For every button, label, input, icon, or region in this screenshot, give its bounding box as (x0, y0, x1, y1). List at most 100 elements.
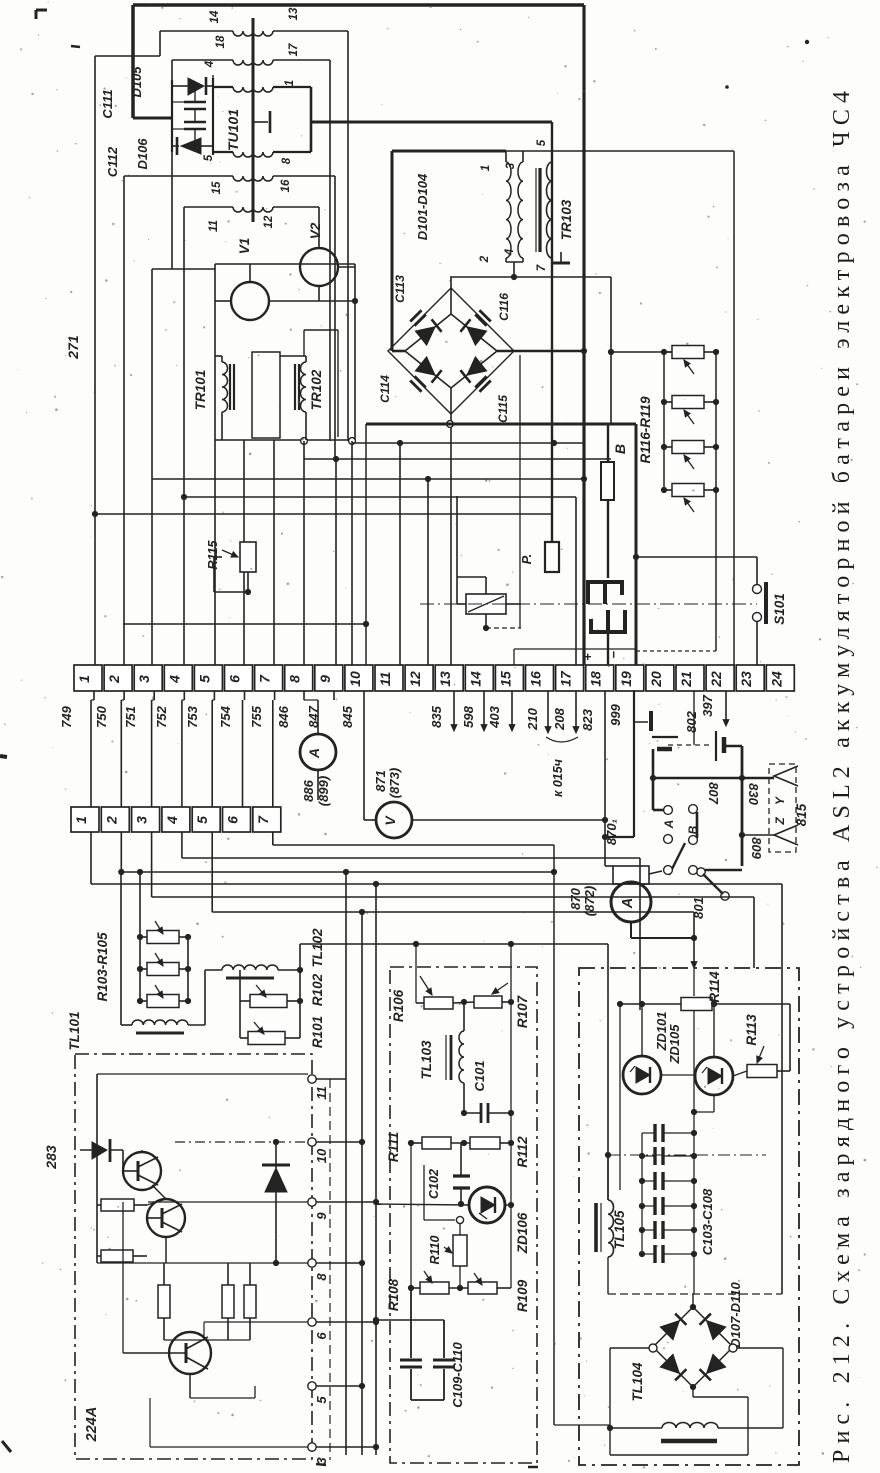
svg-text:397: 397 (700, 694, 715, 716)
svg-text:1: 1 (73, 816, 89, 824)
svg-text:846: 846 (276, 705, 291, 727)
svg-text:S101: S101 (772, 593, 787, 625)
svg-text:22: 22 (708, 671, 724, 688)
svg-text:A: A (662, 820, 676, 830)
svg-text:A: A (620, 898, 636, 909)
svg-text:(899): (899) (316, 776, 331, 806)
svg-text:4: 4 (204, 60, 216, 68)
svg-text:870₁: 870₁ (604, 819, 619, 845)
svg-text:815: 815 (794, 803, 809, 826)
svg-text:к 015ч: к 015ч (551, 758, 565, 797)
svg-text:3: 3 (136, 675, 152, 683)
svg-text:12: 12 (407, 671, 423, 687)
svg-text:R116-R119: R116-R119 (638, 396, 653, 464)
svg-text:3: 3 (134, 816, 150, 824)
svg-text:11: 11 (377, 672, 393, 687)
svg-text:B: B (686, 825, 700, 834)
svg-text:C102: C102 (427, 1169, 441, 1199)
svg-text:TU101: TU101 (225, 109, 241, 151)
svg-text:18: 18 (215, 35, 227, 48)
svg-text:24: 24 (768, 671, 784, 688)
svg-text:5: 5 (194, 816, 210, 824)
svg-text:R103-R105: R103-R105 (95, 932, 110, 1002)
svg-text:283: 283 (43, 1145, 59, 1170)
svg-text:8: 8 (287, 675, 303, 683)
svg-text:5: 5 (203, 154, 215, 161)
svg-text:ZD106: ZD106 (515, 1212, 530, 1254)
svg-text:5: 5 (196, 675, 212, 683)
svg-text:17: 17 (558, 670, 574, 687)
svg-text:802: 802 (684, 710, 699, 732)
svg-text:754: 754 (218, 705, 233, 727)
svg-text:Y: Y (773, 796, 787, 805)
svg-text:830: 830 (746, 783, 761, 805)
svg-text:10: 10 (347, 671, 363, 687)
svg-text:TR103: TR103 (559, 199, 574, 240)
svg-text:−: − (606, 651, 621, 659)
svg-text:(873): (873) (387, 768, 402, 798)
svg-text:D105: D105 (129, 66, 144, 98)
svg-text:752: 752 (154, 705, 169, 727)
svg-text:TR102: TR102 (309, 369, 324, 410)
svg-text:14: 14 (467, 671, 483, 687)
svg-text:12: 12 (263, 215, 275, 228)
svg-text:2: 2 (479, 255, 491, 263)
svg-text:210: 210 (525, 707, 540, 730)
svg-text:R115: R115 (206, 539, 220, 569)
svg-text:13: 13 (437, 671, 453, 687)
svg-text:8: 8 (314, 1273, 329, 1281)
svg-text:ZD101: ZD101 (654, 1011, 669, 1051)
svg-text:870: 870 (568, 887, 583, 909)
svg-text:208: 208 (552, 707, 567, 730)
svg-text:R111: R111 (386, 1132, 401, 1162)
svg-text:10: 10 (314, 1148, 329, 1163)
svg-text:R107: R107 (515, 994, 530, 1028)
svg-text:R108: R108 (386, 1278, 401, 1311)
svg-text:TR101: TR101 (193, 370, 208, 411)
svg-text:20: 20 (648, 671, 664, 688)
svg-text:751: 751 (123, 706, 138, 728)
svg-text:(872): (872) (582, 886, 597, 916)
svg-text:V2: V2 (308, 222, 323, 239)
svg-text:4: 4 (166, 675, 182, 684)
svg-text:4: 4 (504, 248, 516, 256)
svg-text:16: 16 (528, 671, 544, 687)
svg-text:1: 1 (76, 675, 92, 683)
svg-text:3: 3 (314, 1457, 329, 1465)
svg-text:6: 6 (227, 675, 243, 683)
svg-text:C116: C116 (497, 293, 511, 321)
svg-text:224A: 224A (84, 1407, 100, 1443)
svg-text:3: 3 (505, 162, 517, 169)
svg-text:R109: R109 (515, 1279, 530, 1312)
svg-text:C115: C115 (496, 395, 510, 423)
svg-text:5: 5 (314, 1396, 329, 1404)
svg-text:6: 6 (314, 1332, 329, 1340)
svg-text:TL103: TL103 (419, 1040, 434, 1080)
svg-text:9: 9 (314, 1212, 329, 1220)
svg-text:C109-C110: C109-C110 (450, 1341, 465, 1407)
svg-text:R113: R113 (744, 1014, 759, 1046)
svg-text:835: 835 (429, 705, 444, 727)
svg-text:Рис. 212. Схема зарядного устр: Рис. 212. Схема зарядного устройства ASL… (829, 91, 855, 1463)
svg-text:C113: C113 (393, 275, 407, 303)
svg-text:21: 21 (678, 671, 694, 688)
svg-text:R102: R102 (310, 973, 325, 1006)
svg-text:7: 7 (255, 815, 271, 824)
svg-text:1: 1 (284, 80, 296, 86)
svg-text:871: 871 (373, 770, 388, 792)
svg-text:999: 999 (608, 703, 623, 725)
svg-text:A: A (306, 748, 322, 759)
svg-text:TL105: TL105 (612, 1210, 627, 1250)
svg-text:5: 5 (536, 139, 548, 146)
svg-text:403: 403 (487, 705, 502, 728)
svg-text:R114: R114 (707, 971, 722, 1003)
svg-text:4: 4 (164, 816, 180, 825)
svg-text:750: 750 (94, 705, 109, 727)
svg-text:2: 2 (103, 816, 119, 825)
svg-text:V1: V1 (237, 238, 252, 255)
svg-text:V: V (382, 815, 398, 826)
svg-text:23: 23 (738, 671, 754, 688)
svg-text:15: 15 (211, 181, 223, 194)
svg-text:17: 17 (288, 43, 300, 56)
svg-text:809: 809 (749, 837, 764, 859)
